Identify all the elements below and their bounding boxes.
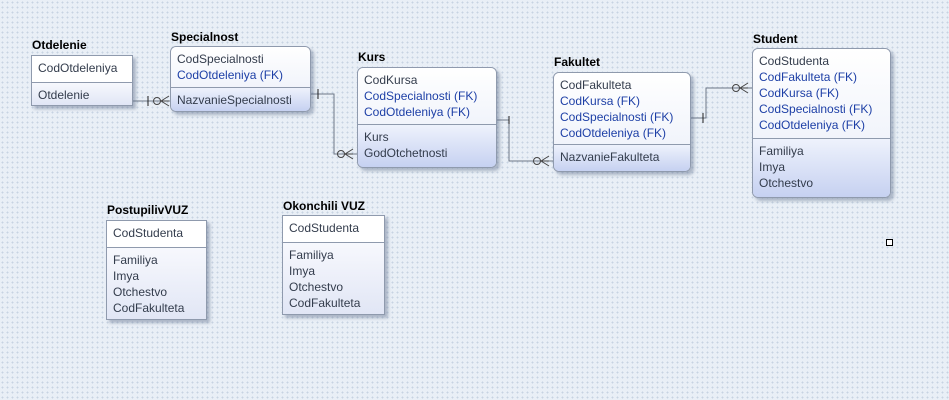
key-section: CodStudenta (107, 221, 206, 248)
foreign-key-attribute[interactable]: CodOtdeleniya (FK) (364, 105, 471, 119)
primary-key-attribute[interactable]: CodSpecialnosti (177, 52, 264, 66)
primary-key-attribute[interactable]: CodFakulteta (560, 78, 632, 92)
primary-key-attribute[interactable]: CodStudenta (289, 221, 360, 235)
attribute[interactable]: GodOtchetnosti (364, 146, 448, 160)
entity-title: Kurs (358, 50, 386, 64)
attribute[interactable]: Familiya (289, 248, 334, 262)
cardinality-many-mark (344, 148, 354, 160)
foreign-key-attribute[interactable]: CodKursa (FK) (560, 94, 641, 108)
relationship-fakultet-student[interactable] (691, 82, 752, 123)
entity-title: Fakultet (554, 55, 601, 69)
attribute[interactable]: CodFakulteta (289, 296, 361, 310)
entity-title: Specialnost (171, 30, 239, 44)
attribute-section: NazvanieFakulteta (554, 145, 690, 171)
entity-title: PostupilivVUZ (107, 203, 189, 217)
relationship-otdelenie-specialnost[interactable] (133, 95, 170, 107)
selection-handle[interactable] (886, 239, 893, 246)
entity-title: Student (753, 32, 798, 46)
attribute[interactable]: Familiya (759, 144, 804, 158)
attribute[interactable]: Otchestvo (289, 280, 344, 294)
attribute[interactable]: Otchestvo (113, 285, 168, 299)
cardinality-many-mark (160, 95, 170, 107)
primary-key-attribute[interactable]: CodKursa (364, 73, 418, 87)
key-section: CodStudenta (283, 216, 384, 243)
relationship-line[interactable] (497, 119, 553, 162)
attribute[interactable]: Kurs (364, 130, 389, 144)
attribute[interactable]: NazvanieFakulteta (560, 150, 660, 164)
primary-key-attribute[interactable]: CodOtdeleniya (38, 61, 118, 75)
relationship-line[interactable] (311, 93, 357, 155)
cardinality-zero-mark (732, 84, 740, 92)
attribute[interactable]: Imya (289, 264, 316, 278)
attribute[interactable]: Otdelenie (38, 88, 90, 102)
attribute[interactable]: Imya (113, 269, 140, 283)
entity-title: Otdelenie (32, 38, 87, 52)
key-section: CodOtdeleniya (32, 56, 132, 83)
attribute[interactable]: Imya (759, 160, 786, 174)
attribute[interactable]: NazvanieSpecialnosti (177, 93, 292, 107)
entity-title: Okonchili VUZ (283, 199, 366, 213)
foreign-key-attribute[interactable]: CodOtdeleniya (FK) (560, 126, 667, 140)
attribute[interactable]: CodFakulteta (113, 301, 185, 315)
attribute[interactable]: Familiya (113, 253, 158, 267)
cardinality-many-mark (739, 82, 749, 94)
relationship-kurs-fakultet[interactable] (497, 116, 553, 167)
attribute[interactable]: Otchestvo (759, 176, 814, 190)
foreign-key-attribute[interactable]: CodKursa (FK) (759, 86, 840, 100)
relationship-line[interactable] (691, 87, 752, 119)
foreign-key-attribute[interactable]: CodSpecialnosti (FK) (759, 102, 873, 116)
relationship-specialnost-kurs[interactable] (311, 89, 357, 160)
primary-key-attribute[interactable]: CodStudenta (759, 54, 830, 68)
cardinality-many-mark (540, 155, 550, 167)
attribute-section: NazvanieSpecialnosti (171, 88, 310, 111)
cardinality-zero-mark (153, 97, 161, 105)
foreign-key-attribute[interactable]: CodFakulteta (FK) (759, 70, 858, 84)
foreign-key-attribute[interactable]: CodOtdeleniya (FK) (759, 118, 866, 132)
cardinality-zero-mark (337, 150, 345, 158)
foreign-key-attribute[interactable]: CodSpecialnosti (FK) (364, 89, 478, 103)
cardinality-zero-mark (533, 157, 541, 165)
foreign-key-attribute[interactable]: CodOtdeleniya (FK) (177, 68, 284, 82)
attribute-section: Otdelenie (32, 83, 132, 105)
foreign-key-attribute[interactable]: CodSpecialnosti (FK) (560, 110, 674, 124)
primary-key-attribute[interactable]: CodStudenta (113, 226, 184, 240)
